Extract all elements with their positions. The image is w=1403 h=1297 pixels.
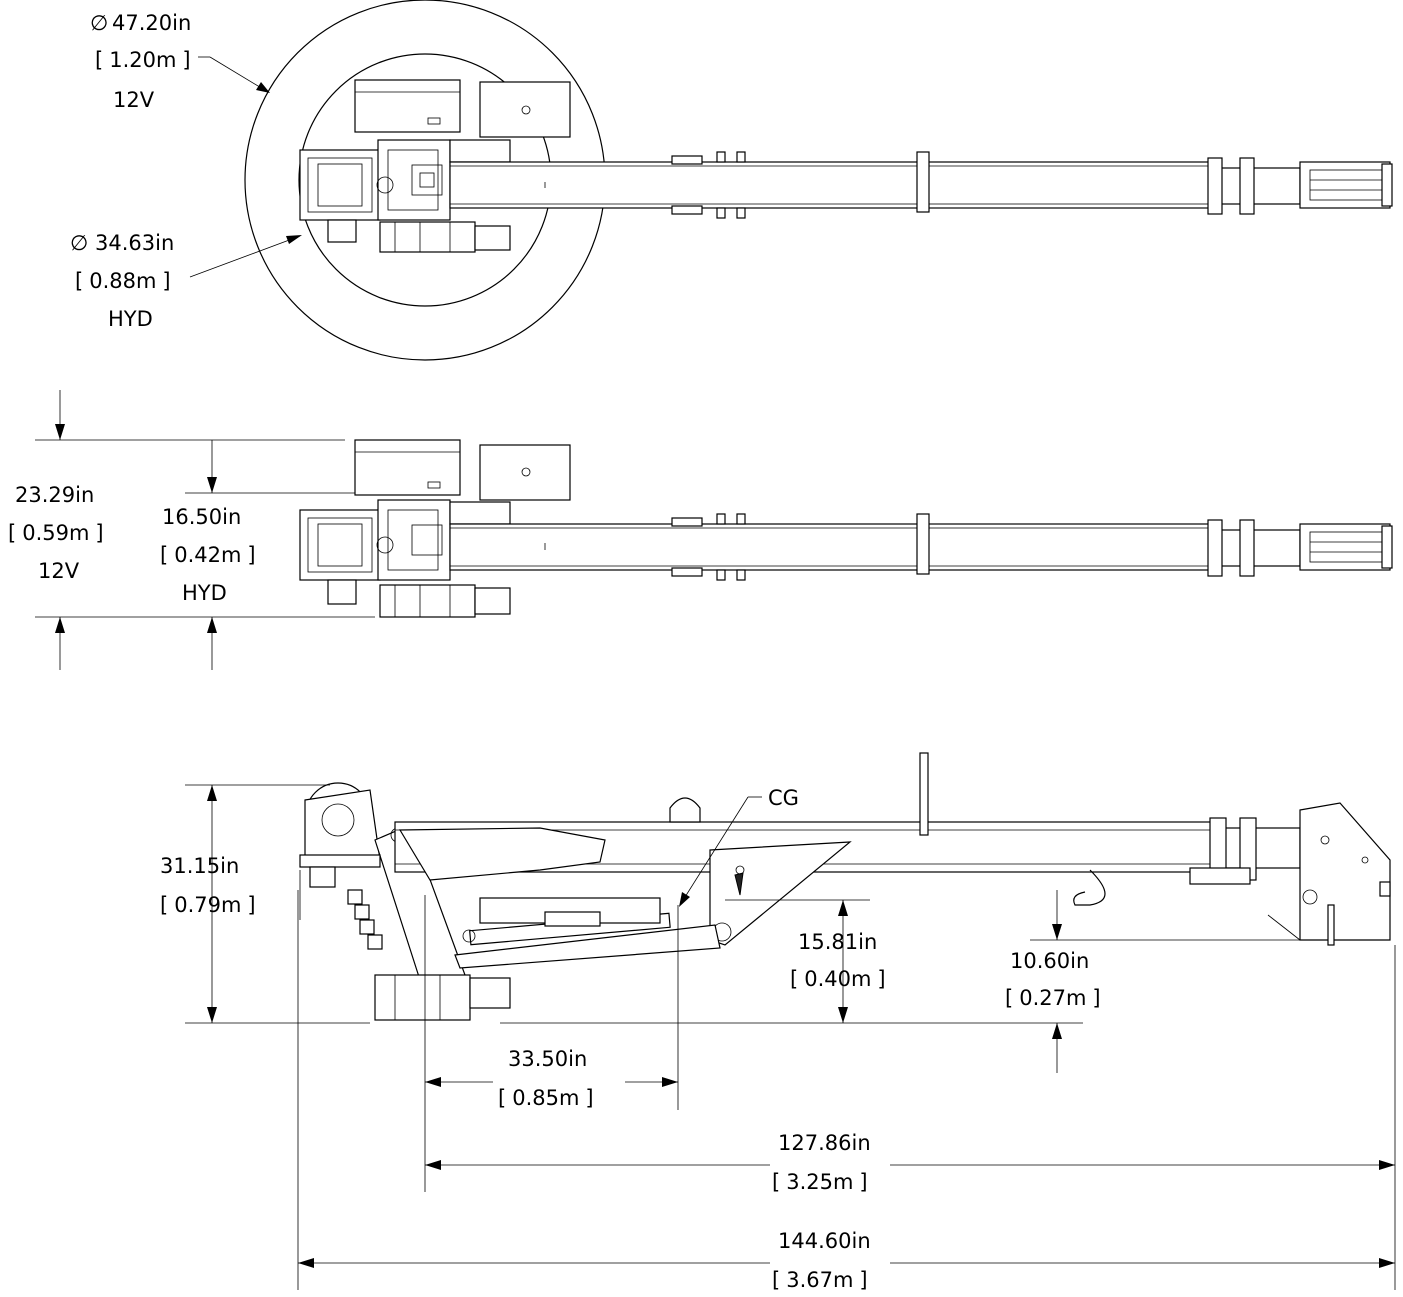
cg-callout: CG [679,786,799,907]
tip-height-in: 10.60in [1010,949,1089,973]
height-hyd-in: 16.50in [162,505,241,529]
height-hyd-m: [0.42m] [160,543,256,567]
height-12v-tag: 12V [38,559,80,583]
outer-dia-symbol: ∅ [90,11,108,35]
front-height-dims: 23.29in [0.59m] 12V 16.50in [0.42m] HYD [8,390,375,670]
height-12v-in: 23.29in [15,483,94,507]
cg-height-m: [0.40m] [790,967,886,991]
height-m: [0.79m] [160,893,256,917]
side-view [299,752,1391,1021]
inner-circle-callout: ∅ 34.63in [0.88m] HYD [70,231,302,331]
overall-length-in: 144.60in [778,1229,871,1253]
overall-length-m: [3.67m] [772,1268,868,1292]
tip-height-m: [0.27m] [1005,986,1101,1010]
outer-dia-tag: 12V [113,88,155,112]
inner-dia-m: [0.88m] [75,269,171,293]
inner-dia-tag: HYD [108,307,153,331]
cg-distance-in: 33.50in [508,1047,587,1071]
height-in: 31.15in [160,854,239,878]
height-hyd-tag: HYD [182,581,227,605]
cg-label: CG [768,786,799,810]
inner-dia-symbol: ∅ [70,231,88,255]
outer-dia-m: [1.20m] [95,48,191,72]
reach-in: 127.86in [778,1131,871,1155]
height-12v-m: [0.59m] [8,521,104,545]
top-view [244,0,1393,361]
inner-dia-in: 34.63in [95,231,174,255]
reach-m: [3.25m] [772,1170,868,1194]
cg-distance-m: [0.85m] [498,1086,594,1110]
side-dimensions: 31.15in [0.79m] 15.81in [0.40m] 10.60in … [160,784,1396,1292]
outer-circle-callout: ∅ 47.20in [1.20m] 12V [90,11,270,112]
outer-dia-in: 47.20in [112,11,191,35]
cg-height-in: 15.81in [798,930,877,954]
front-view [299,439,1393,618]
